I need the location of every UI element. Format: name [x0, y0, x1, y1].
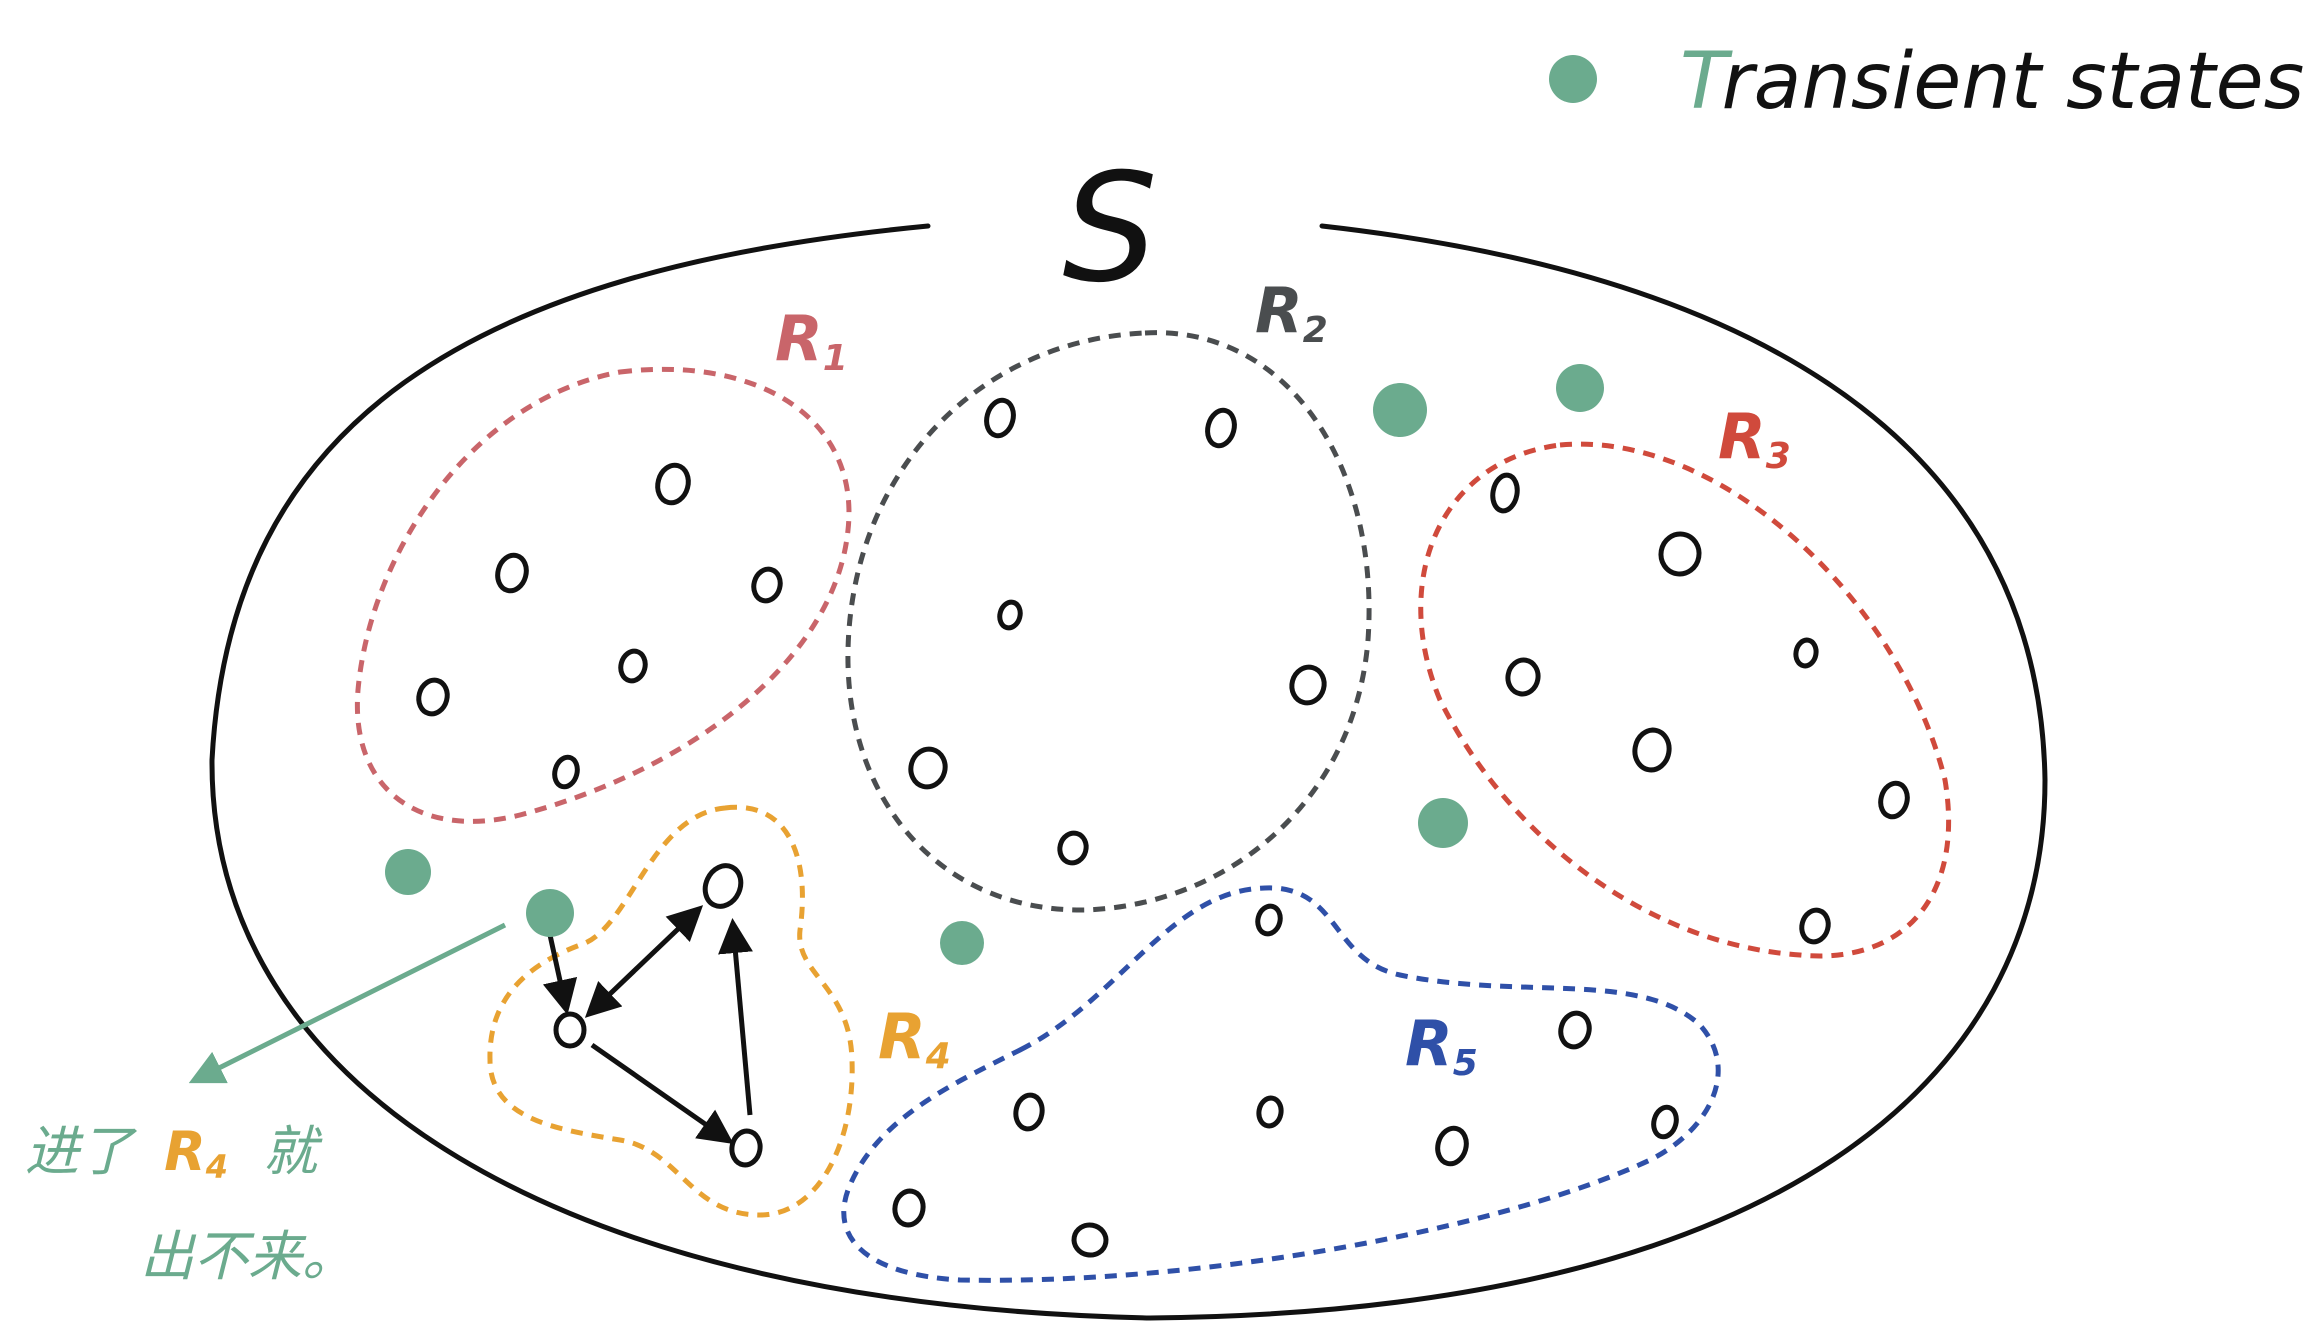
- legend-label-rest: ransient states: [1722, 37, 2303, 127]
- r4-node-left: [553, 1011, 587, 1049]
- state-node: [984, 397, 1016, 439]
- state-node: [1505, 657, 1541, 697]
- annotation: 进了 R4 就 出不来。: [25, 1120, 356, 1288]
- state-node: [1256, 1095, 1284, 1129]
- set-s-outline: [209, 223, 2048, 1321]
- state-node: [1435, 1125, 1469, 1167]
- state-node: [751, 566, 783, 604]
- set-s: S: [209, 142, 2048, 1321]
- region-r5: R5: [841, 885, 1721, 1283]
- region-r2: R2: [845, 274, 1372, 913]
- r4-nodes: [553, 863, 763, 1168]
- set-s-label: S: [1062, 142, 1157, 316]
- state-node: [1658, 531, 1702, 577]
- state-node: [618, 648, 648, 684]
- state-node: [1490, 472, 1520, 514]
- region-r2-boundary: [845, 330, 1372, 913]
- region-r4-boundary: [487, 804, 855, 1218]
- region-r3: R3: [1418, 400, 1952, 959]
- region-r2-label: R2: [1255, 274, 1328, 351]
- region-r5-boundary: [841, 885, 1721, 1283]
- state-node: [908, 746, 948, 790]
- legend-transient-dot: [1549, 55, 1597, 103]
- state-node: [416, 677, 450, 717]
- region-r4-label: R4: [878, 1000, 951, 1077]
- state-node: [1057, 830, 1089, 866]
- annotation-line2: 出不来。: [140, 1225, 356, 1288]
- state-node: [1878, 780, 1910, 820]
- state-node: [552, 754, 580, 790]
- legend-label: Transient states: [1680, 37, 2303, 127]
- annotation-part1: 进了: [25, 1120, 137, 1183]
- region-r1-label: R1: [775, 302, 848, 379]
- state-node: [1651, 1104, 1679, 1140]
- state-node: [1013, 1092, 1045, 1132]
- state-node: [1558, 1010, 1592, 1050]
- state-node: [1255, 903, 1283, 937]
- state-node: [1071, 1222, 1109, 1258]
- state-node: [1289, 664, 1327, 706]
- region-r5-label: R5: [1405, 1007, 1478, 1084]
- annotation-part2: 就: [263, 1120, 323, 1183]
- arrow-left-bottom: [590, 1042, 734, 1145]
- state-node: [892, 1188, 926, 1228]
- state-node: [495, 552, 529, 594]
- r4-transitions: [542, 905, 753, 1145]
- state-node: [1205, 407, 1237, 449]
- recurrent-states: [416, 397, 1910, 1258]
- state-node: [1632, 727, 1672, 773]
- state-node: [655, 462, 691, 506]
- annotation-arrow: [188, 922, 507, 1084]
- transient-dot: [1556, 364, 1604, 412]
- transient-dot: [940, 921, 984, 965]
- transient-dot: [1418, 798, 1468, 848]
- state-node: [997, 599, 1023, 631]
- transient-dot: [526, 889, 574, 937]
- region-r1-boundary: [354, 366, 852, 824]
- annotation-line1: 进了 R4 就: [25, 1120, 323, 1191]
- region-r3-boundary: [1418, 441, 1952, 959]
- region-r1: R1: [354, 302, 852, 824]
- region-r4: R4: [487, 804, 951, 1218]
- transient-states: [385, 364, 1604, 965]
- state-node: [1799, 907, 1831, 945]
- state-node: [1793, 637, 1819, 669]
- region-r3-label: R3: [1718, 400, 1791, 477]
- r4-node-top: [702, 863, 744, 909]
- transient-dot: [1373, 383, 1427, 437]
- arrow-transient-into-r4: [542, 934, 578, 1015]
- legend: Transient states: [1549, 37, 2303, 127]
- arrow-bottom-top: [718, 918, 753, 1116]
- r4-node-bottom: [729, 1128, 763, 1168]
- arrow-left-top: [584, 905, 704, 1018]
- annotation-region: R4: [164, 1120, 228, 1186]
- transient-dot: [385, 849, 431, 895]
